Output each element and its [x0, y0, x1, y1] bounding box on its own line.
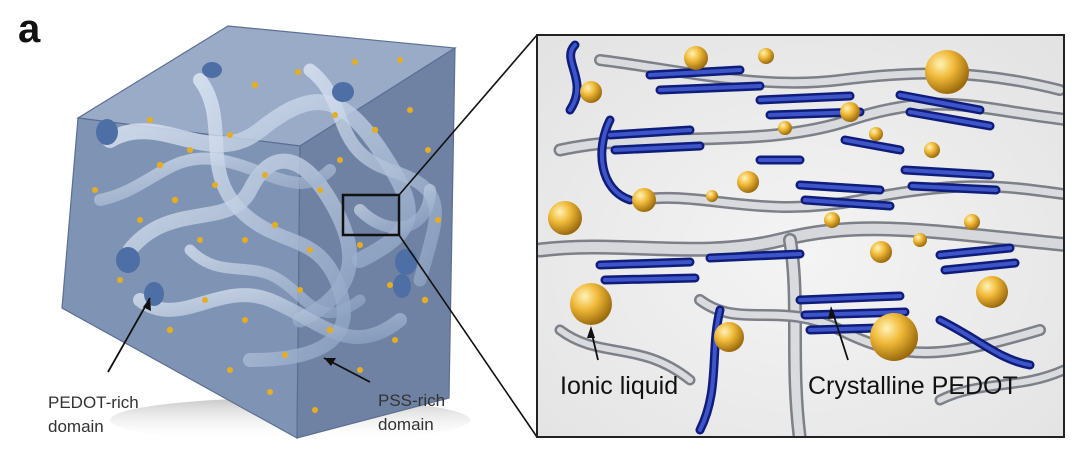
ionic-liquid-spheres	[548, 46, 1008, 361]
panel-letter: a	[18, 7, 41, 51]
crystalline-pedot-label: Crystalline PEDOT	[808, 372, 1018, 400]
zoom-region-marker	[341, 193, 401, 237]
ionic-liquid-label: Ionic liquid	[560, 372, 678, 400]
crystalline-pedot-arrow	[831, 309, 849, 361]
zoom-frame	[536, 34, 1065, 438]
pedot-rich-label-line2: domain	[48, 417, 104, 436]
pedot-rich-arrow	[107, 297, 151, 373]
cube-tube-ends	[96, 62, 417, 306]
zoom-connector-top	[398, 34, 538, 196]
cube-ion-dots	[92, 57, 441, 413]
pss-rich-label-line1: PSS-rich	[378, 391, 445, 410]
polymer-network	[94, 63, 442, 367]
pedot-rich-label-line1: PEDOT-rich	[48, 393, 139, 412]
cube-illustration	[61, 25, 470, 442]
pss-rich-label-line2: domain	[378, 415, 434, 434]
zoom-connector-bottom	[398, 234, 538, 438]
zoom-panel: Ionic liquid Crystalline PEDOT	[536, 34, 1065, 438]
